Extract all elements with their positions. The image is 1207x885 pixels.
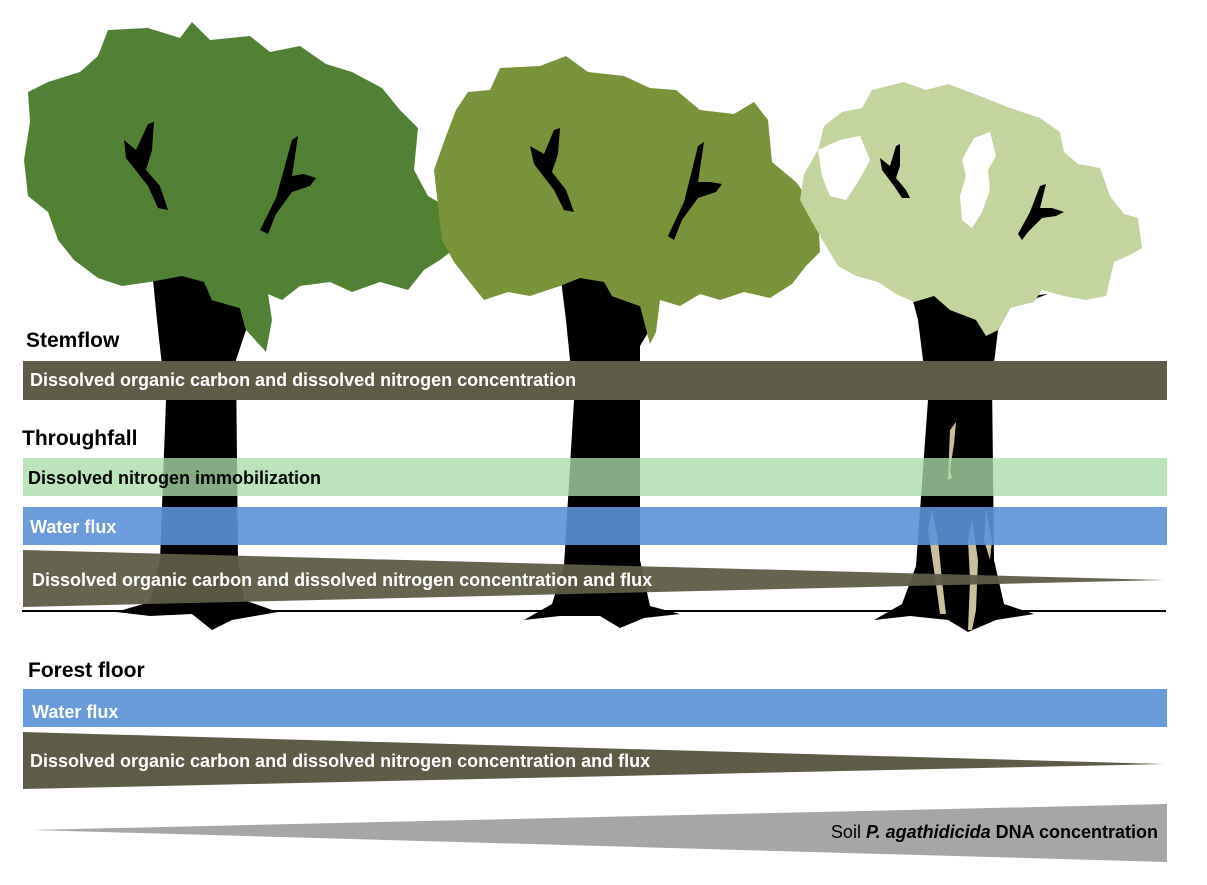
section-title-stemflow: Stemflow bbox=[26, 329, 120, 352]
throughfall-wedge-label: Dissolved organic carbon and dissolved n… bbox=[32, 570, 653, 590]
tree-moderate-branch-left bbox=[530, 128, 574, 212]
tree-moderate-branch-right bbox=[668, 142, 722, 240]
tree-healthy-canopy bbox=[24, 22, 458, 352]
tree-healthy-branch-right bbox=[260, 136, 316, 234]
section-title-forest-floor: Forest floor bbox=[28, 659, 145, 682]
dna-label-suffix: DNA concentration bbox=[990, 822, 1158, 842]
tree-diseased-branch-left bbox=[880, 144, 910, 198]
tree-moderate bbox=[434, 56, 820, 628]
tree-healthy-branch-left bbox=[124, 122, 168, 210]
throughfall-wedge bbox=[23, 550, 1164, 607]
floor-wedge-label: Dissolved organic carbon and dissolved n… bbox=[30, 751, 651, 771]
throughfall-water-bar bbox=[23, 507, 1167, 545]
section-title-throughfall: Throughfall bbox=[22, 427, 138, 450]
tree-diseased bbox=[800, 82, 1142, 632]
tree-moderate-canopy bbox=[434, 56, 820, 344]
dna-wedge bbox=[32, 804, 1167, 862]
dna-label-prefix: Soil bbox=[830, 822, 866, 842]
floor-water-bar bbox=[23, 689, 1167, 727]
stemflow-bar-label: Dissolved organic carbon and dissolved n… bbox=[30, 370, 577, 390]
tree-moderate-trunk bbox=[524, 272, 680, 628]
throughfall-water-bar-label: Water flux bbox=[30, 517, 117, 537]
dna-label-species: P. agathidicida bbox=[865, 822, 991, 842]
dna-wedge-label: Soil P. agathidicida DNA concentration bbox=[831, 822, 1158, 843]
tree-diseased-trunk bbox=[874, 274, 1048, 632]
floor-water-bar-label: Water flux bbox=[32, 702, 119, 722]
immobilization-bar bbox=[23, 458, 1167, 496]
tree-diseased-canopy bbox=[800, 82, 1142, 336]
tree-diseased-branch-right bbox=[1018, 184, 1064, 240]
immobilization-bar-label: Dissolved nitrogen immobilization bbox=[28, 468, 322, 488]
stemflow-bar bbox=[23, 361, 1167, 400]
floor-wedge bbox=[23, 732, 1164, 789]
